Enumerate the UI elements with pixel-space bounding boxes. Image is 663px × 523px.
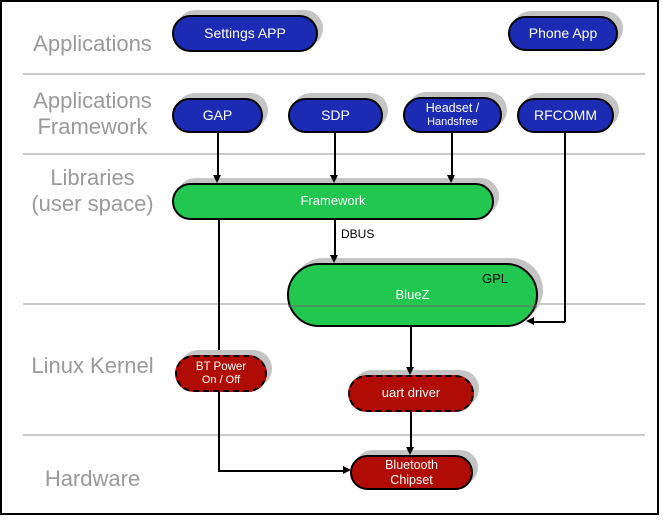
divider-kernel bbox=[23, 434, 645, 436]
node-settings-app: Settings APP bbox=[172, 15, 318, 52]
layer-label-text: Applications bbox=[33, 31, 152, 56]
layer-label-text: Libraries bbox=[50, 165, 135, 190]
node-label: uart driver bbox=[381, 385, 441, 401]
layer-label-applications-framework: Applications Framework bbox=[10, 88, 175, 140]
line-headset-to-framework bbox=[451, 132, 453, 176]
arrowhead-into-bluez-right bbox=[526, 317, 534, 325]
node-label: Headset / bbox=[425, 101, 480, 116]
arrowhead-into-chipset-left bbox=[343, 466, 351, 474]
dbus-edge-label: DBUS bbox=[341, 227, 375, 241]
node-framework: Framework bbox=[172, 183, 494, 220]
layer-label-libraries: Libraries (user space) bbox=[10, 165, 175, 217]
line-power-to-chipset bbox=[218, 470, 343, 472]
gpl-badge: GPL bbox=[481, 271, 508, 286]
node-label: Chipset bbox=[390, 472, 433, 487]
node-bluetooth-chipset: Bluetooth Chipset bbox=[350, 455, 473, 490]
diagram-border bbox=[0, 0, 659, 515]
node-headset-handsfree: Headset / Handsfree bbox=[403, 97, 502, 133]
node-label: Bluetooth bbox=[385, 458, 438, 473]
node-label: RFCOMM bbox=[534, 107, 597, 124]
layer-label-text: Framework bbox=[37, 114, 148, 139]
node-label: On / Off bbox=[201, 373, 241, 386]
node-label: Settings APP bbox=[204, 25, 286, 42]
node-uart-driver: uart driver bbox=[348, 375, 474, 412]
arrowhead-framework-to-bluez bbox=[330, 255, 338, 263]
layer-label-hardware: Hardware bbox=[10, 466, 175, 492]
line-gap-to-framework bbox=[217, 133, 219, 176]
divider-applications bbox=[23, 73, 645, 75]
divider-libraries-overlay bbox=[288, 305, 537, 307]
line-rfcomm-to-bluez bbox=[534, 321, 565, 323]
line-sdp-to-framework bbox=[334, 133, 336, 176]
node-label: BlueZ bbox=[395, 286, 430, 302]
layer-label-text: Applications bbox=[33, 88, 152, 113]
line-bluez-to-uart bbox=[410, 327, 412, 368]
line-framework-to-power bbox=[218, 220, 220, 471]
node-sdp: SDP bbox=[288, 98, 383, 133]
layer-label-applications: Applications bbox=[10, 31, 175, 57]
node-label: Phone App bbox=[528, 25, 598, 42]
arrowhead-gap-to-framework bbox=[213, 175, 221, 183]
node-label: Framework bbox=[300, 193, 366, 209]
node-label: BT Power bbox=[195, 360, 247, 373]
arrowhead-headset-to-framework bbox=[447, 175, 455, 183]
node-bluez: GPL BlueZ bbox=[287, 263, 538, 327]
layer-label-text: (user space) bbox=[31, 191, 154, 216]
node-label: GAP bbox=[202, 107, 233, 124]
node-rfcomm: RFCOMM bbox=[517, 98, 614, 133]
node-label: SDP bbox=[321, 107, 350, 124]
arrowhead-uart-to-chipset bbox=[406, 447, 414, 455]
line-uart-to-chipset bbox=[410, 412, 412, 448]
arrowhead-sdp-to-framework bbox=[330, 175, 338, 183]
line-rfcomm-down bbox=[564, 133, 566, 322]
node-gap: GAP bbox=[172, 98, 263, 133]
node-phone-app: Phone App bbox=[508, 16, 618, 51]
arrowhead-bluez-to-uart bbox=[406, 367, 414, 375]
layer-label-text: Linux Kernel bbox=[31, 353, 154, 378]
layer-label-text: Hardware bbox=[44, 466, 141, 491]
layer-label-linux-kernel: Linux Kernel bbox=[10, 353, 175, 379]
node-bt-power: BT Power On / Off bbox=[175, 355, 267, 392]
node-label: Handsfree bbox=[427, 115, 478, 128]
line-framework-to-bluez bbox=[334, 220, 336, 256]
